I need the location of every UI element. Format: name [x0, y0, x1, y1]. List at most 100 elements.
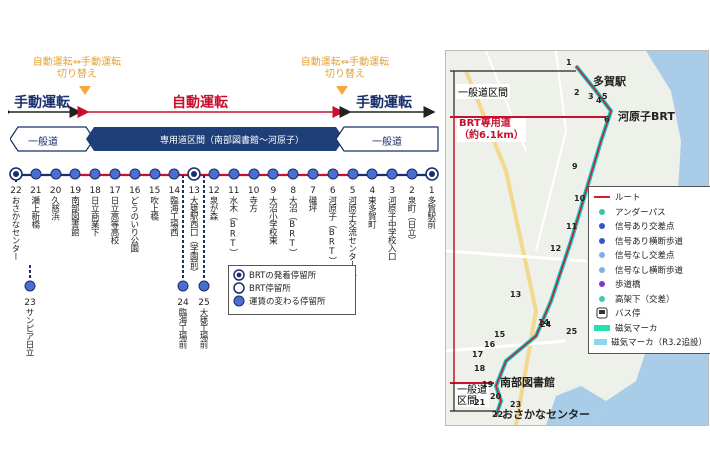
map-stop-number: 11	[566, 222, 578, 231]
stop-icon	[24, 280, 36, 292]
station-name: おさかなセンター	[10, 196, 20, 260]
terminal-stop-icon	[424, 167, 439, 181]
map-stop-number: 5	[602, 92, 608, 101]
station-number: 24	[177, 298, 189, 308]
stop-icon	[307, 168, 319, 180]
map-stop-number: 21	[474, 398, 486, 407]
stop-icon	[69, 168, 81, 180]
station-number: 21	[30, 186, 42, 196]
map-legend-label: アンダーパス	[615, 207, 666, 218]
station-name: サンピア日立	[24, 308, 34, 356]
stop-icon	[168, 168, 180, 180]
station-number: 19	[69, 186, 82, 196]
map-legend-item: アンダーパス	[593, 205, 707, 220]
station-name: 大甕駅西口（学園前）	[188, 196, 199, 276]
stop-icon	[248, 168, 260, 180]
mode-auto: 自動運転	[172, 95, 228, 111]
station-number: 4	[369, 186, 376, 196]
dot-icon	[599, 266, 605, 273]
map-legend-item: 磁気マーカ	[593, 321, 707, 336]
station-number: 23	[24, 298, 36, 308]
map-stop-number: 6	[604, 115, 610, 124]
stop-icon	[386, 168, 398, 180]
map-stop-number: 25	[566, 327, 578, 336]
stop-icon	[129, 168, 141, 180]
fare-change-stop-icon	[233, 295, 245, 306]
terminal-stop-icon	[9, 167, 23, 181]
map-legend-item: 信号なし横断歩道	[593, 263, 707, 278]
legend-brt-stop: BRT停留所	[233, 281, 351, 294]
station-name: 南部図書館	[69, 196, 80, 236]
terminal-stop-icon	[187, 167, 201, 181]
map-stop-number: 4	[596, 96, 602, 105]
segment-dedicated: 専用道区間（南部図書館～河原子）	[160, 136, 305, 146]
station-name: 久慈浜	[49, 196, 60, 220]
station-name: 吹上橋	[148, 196, 159, 220]
dot-icon	[599, 295, 605, 302]
map-legend-item: 信号なし交差点	[593, 248, 707, 263]
stop-icon	[30, 168, 42, 180]
map-stop-number: 23	[510, 400, 522, 409]
map-legend-item: 高架下（交差）	[593, 292, 707, 307]
station-name: 瀬上新橋	[29, 196, 40, 228]
map-legend-label: 信号なし交差点	[615, 251, 675, 262]
map-label-general-bottom: 一般道 区間	[455, 385, 489, 407]
stop-icon	[287, 168, 299, 180]
switch-marker-left	[79, 86, 91, 95]
map-stop-number: 18	[474, 364, 486, 373]
station-number: 17	[109, 186, 121, 196]
segment-general-left: 一般道	[28, 137, 58, 148]
station-name: 多賀駅前	[425, 196, 436, 228]
dot-icon	[599, 208, 605, 215]
stop-icon	[347, 168, 359, 180]
bar-icon	[594, 324, 610, 331]
map-legend-label: 高架下（交差）	[615, 294, 675, 305]
map-label-taga: 多賀駅	[593, 75, 626, 88]
map-legend-item: ルート	[593, 190, 707, 205]
dot-icon	[599, 223, 605, 230]
map-label-kawarago: 河原子BRT	[618, 110, 675, 123]
map-legend-label: ルート	[615, 193, 641, 204]
mode-arrows	[8, 106, 436, 118]
map-legend-label: 信号あり横断歩道	[615, 236, 684, 247]
stop-icon	[50, 168, 62, 180]
station-number: 5	[349, 186, 356, 196]
dot-icon	[599, 252, 605, 259]
station-name: 磯坪	[307, 196, 317, 212]
switch-label-right: 自動運転⇔手動運転 切り替え	[300, 57, 390, 80]
station-name: 泉町（日立）	[406, 196, 416, 244]
map-legend-label: 磁気マーカ	[615, 323, 658, 334]
map-legend-item: 歩道橋	[593, 277, 707, 292]
map-stop-number: 20	[490, 392, 502, 401]
stop-icon	[177, 280, 189, 292]
station-number: 8	[290, 186, 297, 196]
station-name: どうのいり公園	[128, 196, 139, 252]
station-name: 河原子（BRT）	[326, 196, 337, 265]
station-number: 14	[168, 186, 181, 196]
stop-icon	[198, 280, 210, 292]
station-number: 3	[389, 186, 396, 196]
station-name: 大沼小学校東	[267, 196, 278, 244]
map-legend-label: 信号あり交差点	[615, 222, 675, 233]
station-name: 寺方	[247, 196, 258, 212]
switch-label-left: 自動運転⇔手動運転 切り替え	[32, 57, 122, 80]
stop-icon	[327, 168, 339, 180]
map-stop-number: 1	[566, 58, 572, 67]
map-stop-number: 2	[574, 88, 580, 97]
map-legend-label: 磁気マーカ（R3.2追設）	[611, 338, 707, 349]
